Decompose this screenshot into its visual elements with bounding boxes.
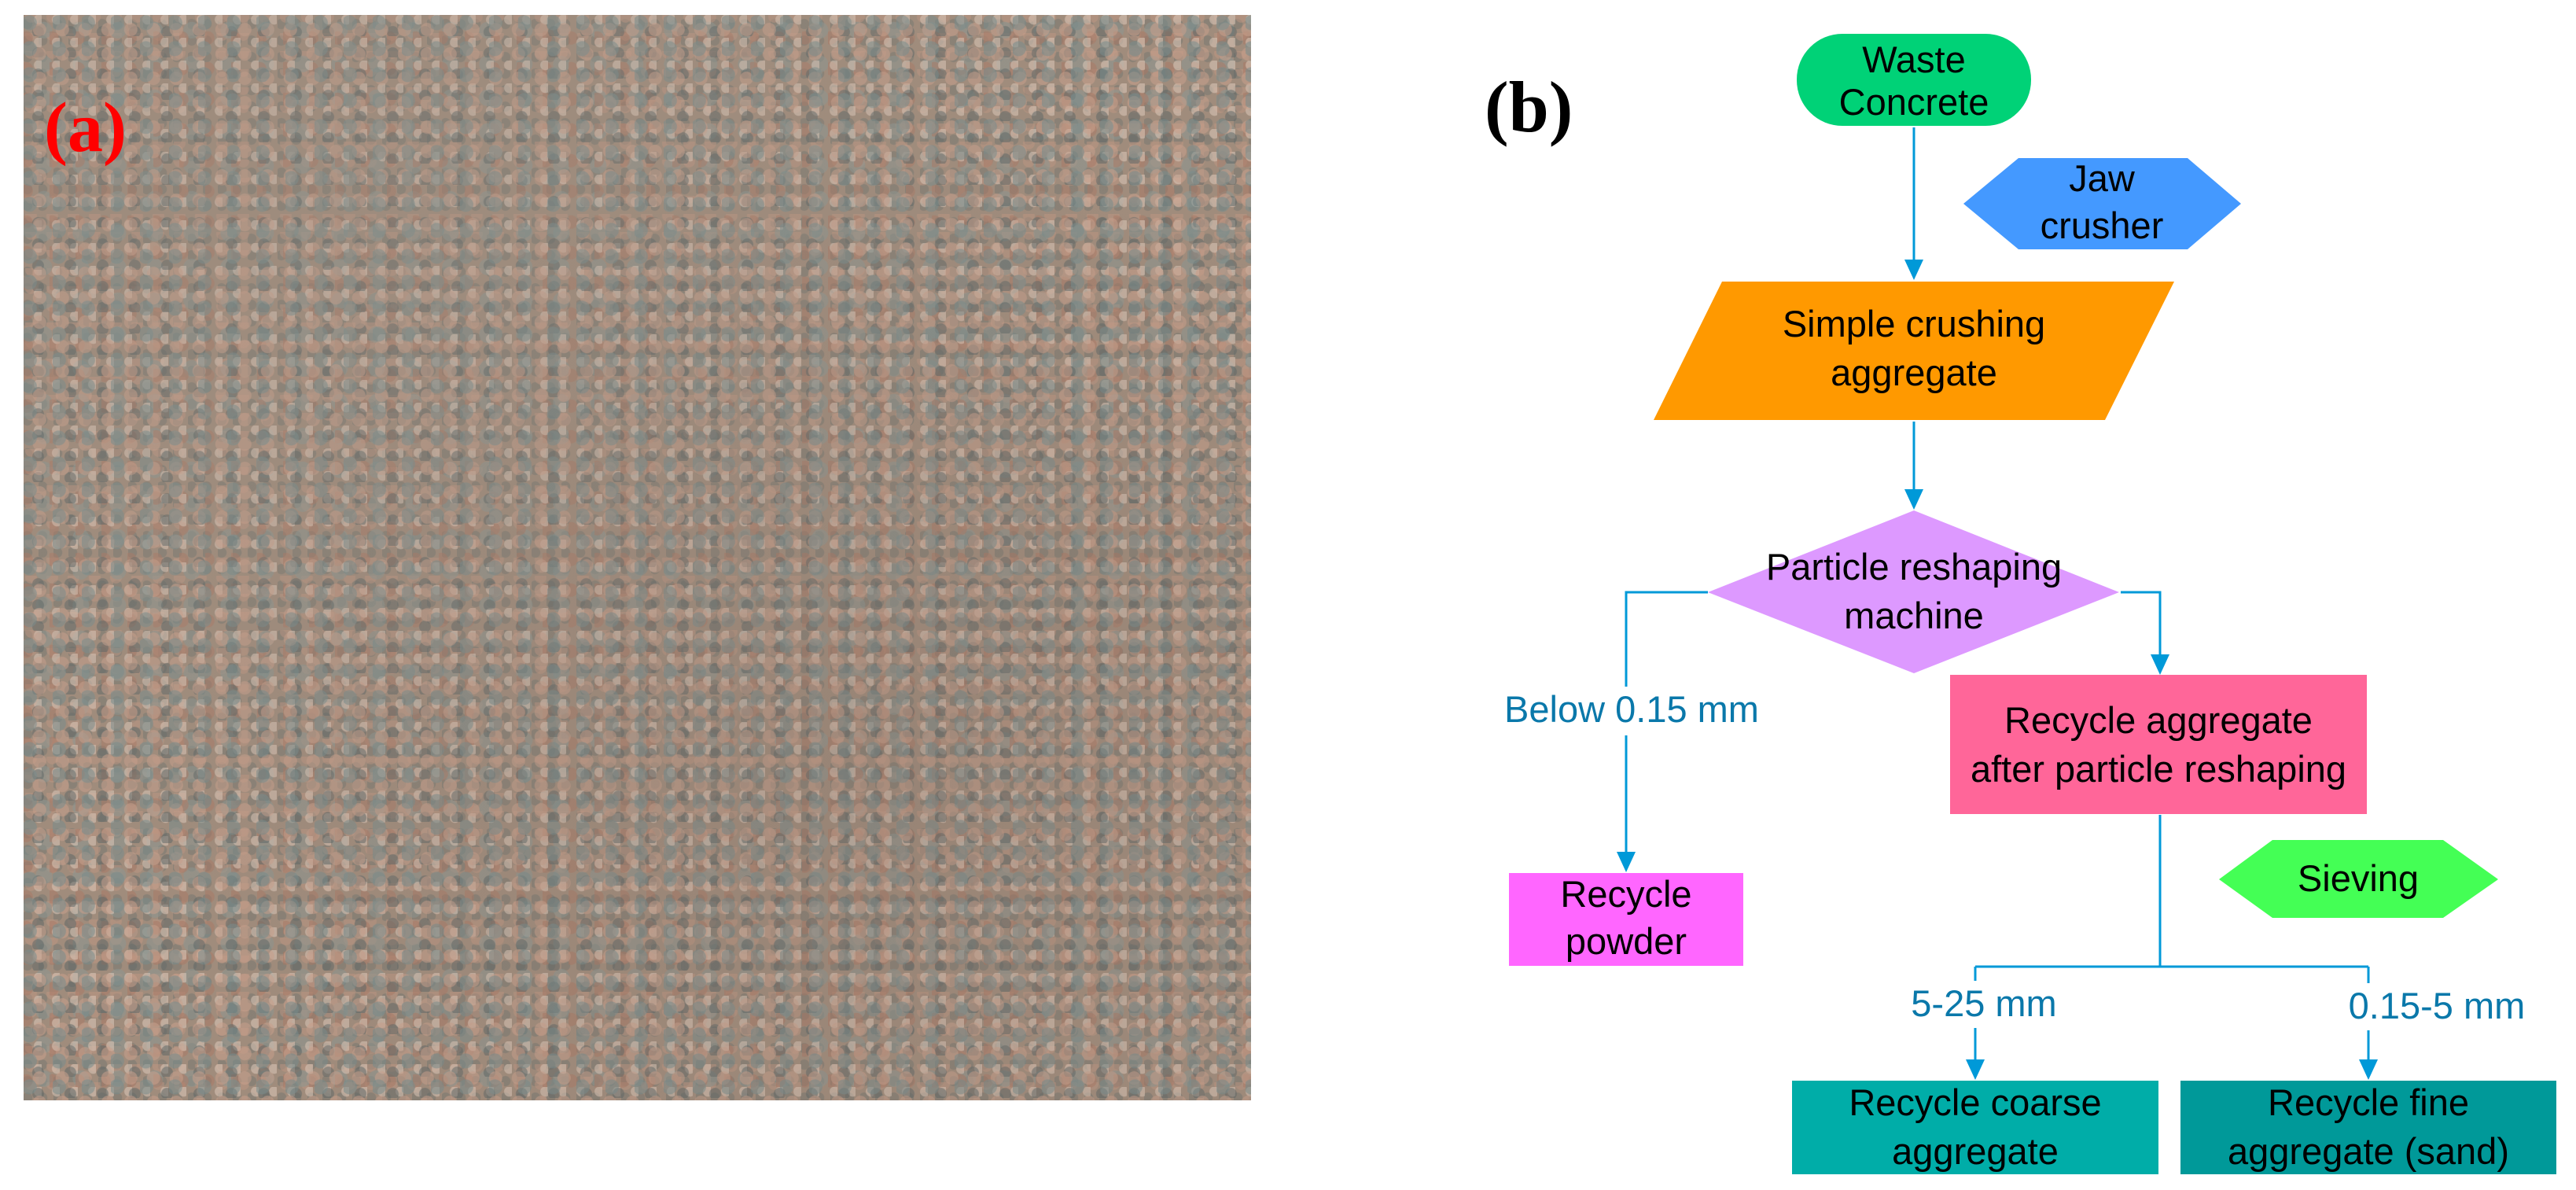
diamond-shape [1708,510,2119,673]
edge-reshaping-to-below-label [1625,591,1708,687]
node-label: powder [1566,920,1687,962]
node-label: Concrete [1839,81,1989,123]
panel-label-b: (b) [1485,67,1573,147]
node-jaw-crusher: Jaw crusher [1963,157,2241,249]
node-recycle-coarse: Recycle coarse aggregate [1792,1081,2158,1174]
hexagon-shape [1963,158,2241,249]
arrowhead-icon [2359,1059,2378,1080]
hexagon-shape [2219,840,2498,918]
arrowhead-icon [1904,489,1923,510]
process-box [1509,873,1743,966]
node-recycle-after-reshaping: Recycle aggregate after particle reshapi… [1950,675,2367,814]
node-label: Recycle [1560,873,1691,915]
node-particle-reshaping: Particle reshaping machine [1708,510,2119,673]
node-recycle-powder: Recycle powder [1509,873,1743,966]
panel-label-a: (a) [44,89,127,167]
edges [1617,127,2378,1080]
node-label: Simple crushing [1783,303,2045,344]
node-label: aggregate (sand) [2228,1130,2509,1172]
aggregate-photo [24,15,1251,1100]
node-label: Jaw [2069,157,2136,199]
arrowhead-icon [1904,260,1923,280]
node-label: aggregate [1892,1130,2059,1172]
arrowhead-icon [1966,1059,1985,1080]
node-waste-concrete: Waste Concrete [1797,34,2031,126]
arrowhead-icon [2151,654,2169,675]
node-label: machine [1844,595,1984,636]
node-label: Particle reshaping [1766,546,2062,588]
node-simple-crushing: Simple crushing aggregate [1654,282,2174,420]
edge-label-below: Below 0.15 mm [1504,688,1759,730]
parallelogram-shape [1654,282,2174,420]
process-box [2180,1081,2556,1174]
node-label: Waste [1862,39,1965,80]
edge-label-fine: 0.15-5 mm [2349,985,2526,1026]
edge-reshaping-to-recycle [2121,591,2162,655]
node-label: Recycle aggregate [2004,699,2313,741]
node-label: aggregate [1831,352,1997,393]
node-sieving: Sieving [2219,840,2498,918]
node-label: crusher [2041,204,2164,246]
terminator-shape [1797,34,2031,126]
node-label: Sieving [2298,857,2419,899]
node-label: Recycle coarse [1849,1081,2101,1123]
node-label: Recycle fine [2268,1081,2469,1123]
node-label: after particle reshaping [1971,748,2346,790]
photo-texture [24,15,1251,1100]
process-box [1950,675,2367,814]
node-recycle-fine: Recycle fine aggregate (sand) [2180,1081,2556,1174]
edge-label-coarse: 5-25 mm [1911,982,2056,1024]
arrowhead-icon [1617,852,1636,872]
process-box [1792,1081,2158,1174]
